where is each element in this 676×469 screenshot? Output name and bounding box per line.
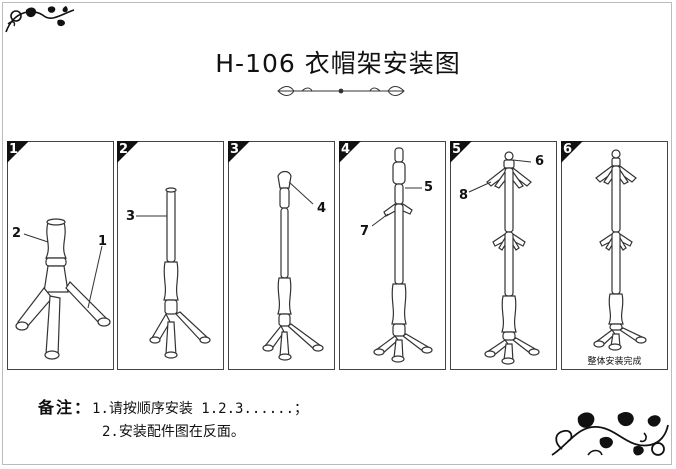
- callout-3: 3: [126, 209, 136, 224]
- page-title: H-106 衣帽架安装图: [215, 49, 461, 78]
- step-number-tab: 6: [561, 141, 583, 163]
- top-section-drawing: [371, 147, 433, 363]
- step-number: 6: [563, 142, 573, 157]
- notes-text-1: 1.请按顺序安装 1.2.3......；: [92, 401, 309, 417]
- lower-pole-drawing: [136, 187, 211, 359]
- step-panel-1: 1 2 1: [7, 141, 114, 370]
- step-panel-4: 4 5 7: [339, 141, 446, 370]
- floral-ornament-top-left: [5, 6, 75, 33]
- step-number: 1: [9, 142, 19, 157]
- step-panel-2: 2 3: [117, 141, 224, 370]
- hooks-and-finial-drawing: [468, 151, 540, 365]
- page-frame: [2, 2, 672, 465]
- upper-pole-drawing: [262, 170, 324, 361]
- step-number: 3: [230, 142, 240, 157]
- notes-section: 备注：1.请按顺序安装 1.2.3......； 2.安装配件图在反面。: [38, 396, 308, 444]
- callout-1: 1: [98, 234, 108, 249]
- completed-coat-rack-drawing: [593, 149, 647, 351]
- completion-caption: 整体安装完成: [587, 357, 642, 367]
- step-number-tab: 1: [7, 141, 29, 163]
- step-panel-6: 6 整体安装完成: [561, 141, 668, 370]
- notes-label: 备注：: [38, 398, 93, 417]
- title-divider: [277, 86, 405, 96]
- callout-6: 6: [535, 154, 545, 169]
- callout-4: 4: [317, 201, 327, 216]
- floral-ornament-bottom-right: [551, 412, 669, 456]
- callout-8: 8: [459, 188, 469, 203]
- step-panel-3: 3 4: [228, 141, 335, 370]
- step-number-tab: 2: [117, 141, 139, 163]
- step-panel-5: 5 6 8: [450, 141, 557, 370]
- step-number: 5: [452, 142, 462, 157]
- callout-5: 5: [424, 180, 434, 195]
- notes-line-2: 2.安装配件图在反面。: [102, 424, 245, 440]
- step-number-tab: 4: [339, 141, 361, 163]
- callout-2: 2: [12, 226, 22, 241]
- step-number-tab: 3: [228, 141, 250, 163]
- step-number: 2: [119, 142, 129, 157]
- notes-line-1: 备注：1.请按顺序安装 1.2.3......；: [38, 396, 308, 421]
- callout-7: 7: [360, 224, 370, 239]
- step-number: 4: [341, 142, 351, 157]
- base-and-legs-drawing: [15, 218, 111, 360]
- step-number-tab: 5: [450, 141, 472, 163]
